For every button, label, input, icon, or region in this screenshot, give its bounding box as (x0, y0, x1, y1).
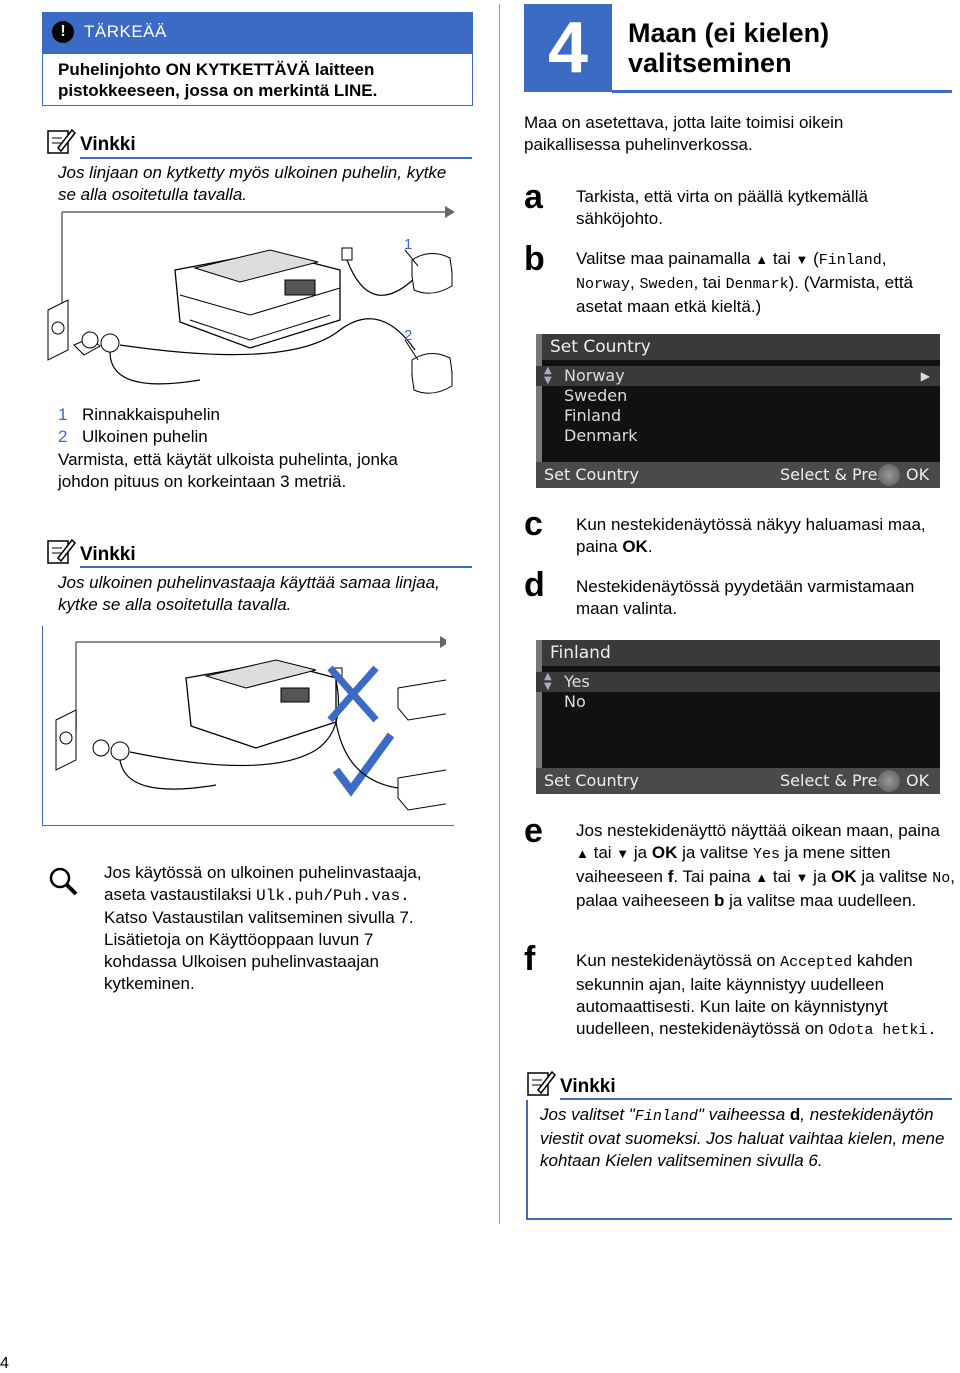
legend-label: Ulkoinen puhelin (82, 427, 208, 446)
legend-num: 1 (58, 405, 68, 424)
down-arrow-icon: ▼ (616, 846, 630, 861)
updown-arrow-icon: ▲▼ (544, 671, 552, 692)
info-text-span: aseta vastaustilaksi (104, 885, 257, 904)
answering-machine-diagram (55, 636, 446, 811)
lcd-header: Set Country (536, 334, 940, 360)
info-text: Jos käytössä on ulkoinen puhelinvastaaja… (104, 862, 464, 995)
lcd-edge (536, 334, 542, 488)
lcd-header: Finland (536, 640, 940, 666)
vinkki-side-rule (526, 1100, 528, 1220)
vinkki-title: Vinkki (80, 544, 136, 565)
step-number: 4 (524, 4, 612, 92)
step-letter-e: e (524, 812, 543, 850)
legend-item-1: 1 Rinnakkaispuhelin (58, 404, 220, 426)
vinkki-rule (560, 1098, 952, 1100)
vinkki-text: Jos valitset "Finland" vaiheessa d, nest… (540, 1105, 945, 1170)
vinkki-title: Vinkki (560, 1076, 616, 1097)
updown-arrow-icon: ▲▼ (544, 365, 552, 386)
info-line: aseta vastaustilaksi Ulk.puh/Puh.vas. (104, 884, 464, 907)
lcd-edge (536, 640, 542, 794)
pencil-note-icon (527, 1070, 556, 1096)
ok-button-icon (878, 770, 900, 792)
step-letter-a: a (524, 178, 543, 216)
step-title: Maan (ei kielen) valitseminen (628, 18, 830, 78)
step-a-text: Tarkista, että virta on päällä kytkemäll… (576, 187, 868, 228)
answer-mode-code: Ulk.puh/Puh.vas. (256, 887, 410, 905)
lcd-row: Sweden (564, 386, 628, 405)
vinkki-rule (80, 157, 472, 159)
phone-connection-diagram (47, 206, 455, 394)
callout-1: 1 (404, 236, 413, 253)
vinkki-text: Jos linjaan on kytketty myös ulkoinen pu… (58, 163, 447, 204)
magnifier-icon (49, 867, 78, 896)
cord-length-note: Varmista, että käytät ulkoista puhelinta… (58, 450, 398, 491)
step-e-text: Jos nestekidenäyttö näyttää oikean maan,… (576, 821, 955, 910)
answering-machine-panel (42, 626, 454, 826)
step-rule (612, 90, 952, 93)
info-line: Lisätietoja on Käyttöoppaan luvun 7 (104, 930, 374, 949)
ok-button-icon (878, 464, 900, 486)
important-header (42, 12, 473, 54)
pencil-note-icon (47, 538, 76, 564)
info-line: kytkeminen. (104, 974, 195, 993)
legend-label: Rinnakkaispuhelin (82, 405, 220, 424)
vinkki-title: Vinkki (80, 134, 136, 155)
step-c-text: Kun nestekidenäytössä näkyy haluamasi ma… (576, 515, 926, 556)
lcd-row: ▲▼ Norway ▶ (536, 366, 940, 386)
right-arrow-icon: ▶ (920, 369, 930, 383)
lcd-row: No (564, 692, 586, 711)
step-b-text: Valitse maa painamalla ▲ tai ▼ (Finland,… (576, 249, 914, 316)
important-title: TÄRKEÄÄ (84, 22, 167, 41)
column-divider (499, 4, 500, 1224)
legend-item-2: 2 Ulkoinen puhelin (58, 426, 208, 448)
lcd-screen-country: Set Country ▲▼ Norway ▶ Sweden Finland D… (536, 334, 940, 488)
exclamation-icon: ! (52, 21, 74, 43)
info-line: Katso Vastaustilan valitseminen sivulla … (104, 908, 414, 927)
info-line: kohdassa Ulkoisen puhelinvastaajan (104, 952, 380, 971)
step-letter-c: c (524, 505, 543, 543)
vinkki-rule (80, 566, 472, 568)
step-letter-b: b (524, 240, 545, 278)
step-letter-d: d (524, 566, 545, 604)
legend-num: 2 (58, 427, 68, 446)
info-line: Jos käytössä on ulkoinen puhelinvastaaja… (104, 863, 422, 882)
page-number: 4 (0, 1355, 14, 1373)
pencil-note-icon (47, 128, 76, 154)
down-arrow-icon: ▼ (795, 870, 809, 885)
step-d-text: Nestekidenäytössä pyydetään varmistamaan… (576, 577, 915, 618)
lcd-screen-confirm: Finland ▲▼ Yes No Set Country Select & P… (536, 640, 940, 794)
lcd-row: Finland (564, 406, 622, 425)
callout-2: 2 (404, 327, 413, 344)
important-text: Puhelinjohto ON KYTKETTÄVÄ laitteen pist… (58, 60, 378, 100)
up-arrow-icon: ▲ (576, 846, 589, 861)
down-arrow-icon: ▼ (795, 252, 809, 267)
vinkki-bottom-rule (526, 1218, 952, 1220)
lcd-row: ▲▼ Yes (536, 672, 940, 692)
up-arrow-icon: ▲ (755, 870, 769, 885)
step-letter-f: f (524, 940, 536, 978)
lcd-footer: Set Country Select & Press OK (536, 768, 940, 794)
lcd-row: Denmark (564, 426, 638, 445)
lcd-footer: Set Country Select & Press OK (536, 462, 940, 488)
step-f-text: Kun nestekidenäytössä on Accepted kahden… (576, 951, 937, 1039)
up-arrow-icon: ▲ (755, 252, 769, 267)
vinkki-text: Jos ulkoinen puhelinvastaaja käyttää sam… (58, 573, 440, 614)
step-intro: Maa on asetettava, jotta laite toimisi o… (524, 113, 844, 154)
